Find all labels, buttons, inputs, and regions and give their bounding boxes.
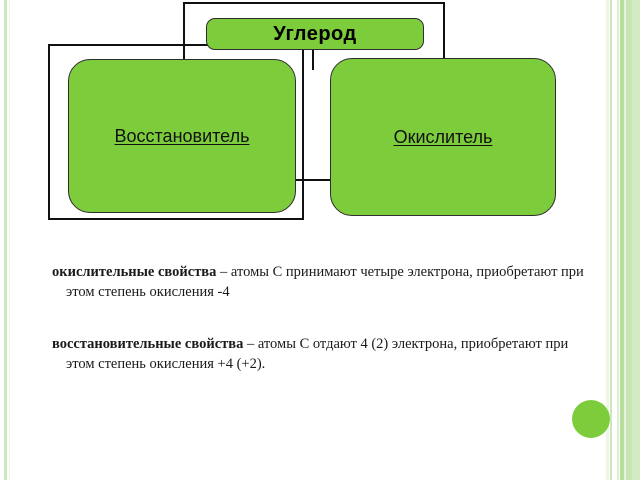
diagram-node-reducer[interactable]: Восстановитель bbox=[68, 59, 296, 213]
paragraph-reducing-properties: восстановительные свойства – атомы С отд… bbox=[52, 334, 592, 374]
paragraph-oxidizing-properties: окислительные свойства – атомы С принима… bbox=[52, 262, 592, 302]
edge-stripe bbox=[632, 0, 640, 480]
edge-stripe bbox=[624, 0, 626, 480]
edge-stripe bbox=[9, 0, 10, 480]
green-circle-decoration[interactable] bbox=[572, 400, 610, 438]
body-text-block: окислительные свойства – атомы С принима… bbox=[52, 262, 592, 374]
diagram-node-oxidizer[interactable]: Окислитель bbox=[330, 58, 556, 216]
paragraph-body: – атомы С принимают четыре электрона, пр… bbox=[66, 264, 584, 300]
edge-stripe bbox=[610, 0, 612, 480]
diagram-node-oxidizer-label: Окислитель bbox=[393, 126, 493, 147]
paragraph-lead: восстановительные свойства bbox=[52, 336, 244, 352]
diagram-node-carbon-label: Углерод bbox=[273, 22, 357, 45]
paragraph-body: – атомы С отдают 4 (2) электрона, приобр… bbox=[66, 336, 569, 372]
edge-stripe bbox=[620, 0, 624, 480]
chart-connector-vertical bbox=[312, 48, 314, 70]
edge-stripe bbox=[613, 0, 616, 480]
chart-frame-left bbox=[48, 44, 304, 220]
edge-stripe bbox=[617, 0, 619, 480]
edge-stripe bbox=[4, 0, 7, 480]
left-edge-stripes bbox=[0, 0, 14, 480]
diagram-node-reducer-label: Восстановитель bbox=[114, 125, 250, 146]
right-edge-stripes bbox=[606, 0, 640, 480]
paragraph-lead: окислительные свойства bbox=[52, 264, 217, 280]
edge-stripe bbox=[626, 0, 632, 480]
diagram-node-carbon[interactable]: Углерод bbox=[206, 18, 424, 50]
